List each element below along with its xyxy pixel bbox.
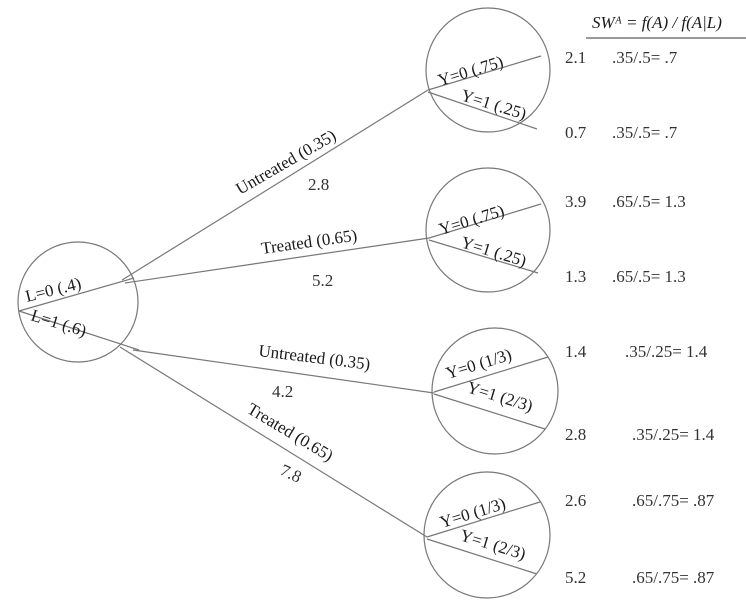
node-top-label: Y=0 (.75): [437, 201, 507, 239]
node-top-label: Y=0 (.75): [436, 52, 506, 90]
outcome-value: 2.1: [565, 48, 586, 67]
edge-value: 4.2: [272, 382, 293, 401]
outcome-value: 1.4: [565, 342, 587, 361]
outcome-weight: .65/.5= 1.3: [612, 267, 686, 286]
outcome-weight: .65/.5= 1.3: [612, 192, 686, 211]
outcome-table: 2.1 .35/.5= .7 0.7 .35/.5= .7 3.9 .65/.5…: [565, 48, 715, 587]
outcome-weight: .35/.5= .7: [612, 48, 678, 67]
edge-4: Treated (0.65) 7.8: [119, 346, 428, 538]
node-top-label: Y=0 (1/3): [444, 345, 514, 383]
edge-2: Treated (0.65) 5.2: [124, 226, 430, 290]
node-bottom-label: Y=1 (.25): [459, 86, 529, 124]
outcome-weight: .65/.75= .87: [632, 491, 715, 510]
outcome-weight: .35/.5= .7: [612, 123, 678, 142]
outcome-value: 2.8: [565, 425, 586, 444]
root-bottom-label: L=1 (.6): [29, 306, 89, 341]
edge-value: 2.8: [308, 175, 329, 194]
outcome-value: 0.7: [565, 123, 587, 142]
outcome-node-3: Y=0 (1/3) Y=1 (2/3): [431, 327, 559, 455]
outcome-weight: .35/.25= 1.4: [632, 425, 715, 444]
outcome-node-4: Y=0 (1/3) Y=1 (2/3): [423, 471, 551, 599]
root-node: L=0 (.4) L=1 (.6): [17, 241, 140, 363]
edge-3: Untreated (0.35) 4.2: [132, 341, 435, 401]
node-bottom-label: Y=1 (2/3): [465, 378, 535, 416]
edge-value: 5.2: [312, 271, 333, 290]
node-bottom-label: Y=1 (.25): [459, 233, 529, 271]
outcome-node-2: Y=0 (.75) Y=1 (.25): [425, 167, 551, 293]
node-bottom-label: Y=1 (2/3): [458, 526, 528, 564]
outcome-value: 2.6: [565, 491, 586, 510]
weight-formula-header: SWᴬ = f(A) / f(A|L): [592, 13, 722, 32]
edge-label: Untreated (0.35): [258, 341, 372, 374]
outcome-node-1: Y=0 (.75) Y=1 (.25): [425, 7, 551, 133]
outcome-weight: .65/.75= .87: [632, 568, 715, 587]
edge-label: Treated (0.65): [260, 226, 358, 258]
edge-value: 7.8: [277, 460, 304, 486]
outcome-value: 5.2: [565, 568, 586, 587]
outcome-weight: .35/.25= 1.4: [625, 342, 708, 361]
outcome-value: 1.3: [565, 267, 586, 286]
outcome-value: 3.9: [565, 192, 586, 211]
node-top-label: Y=0 (1/3): [438, 494, 508, 532]
